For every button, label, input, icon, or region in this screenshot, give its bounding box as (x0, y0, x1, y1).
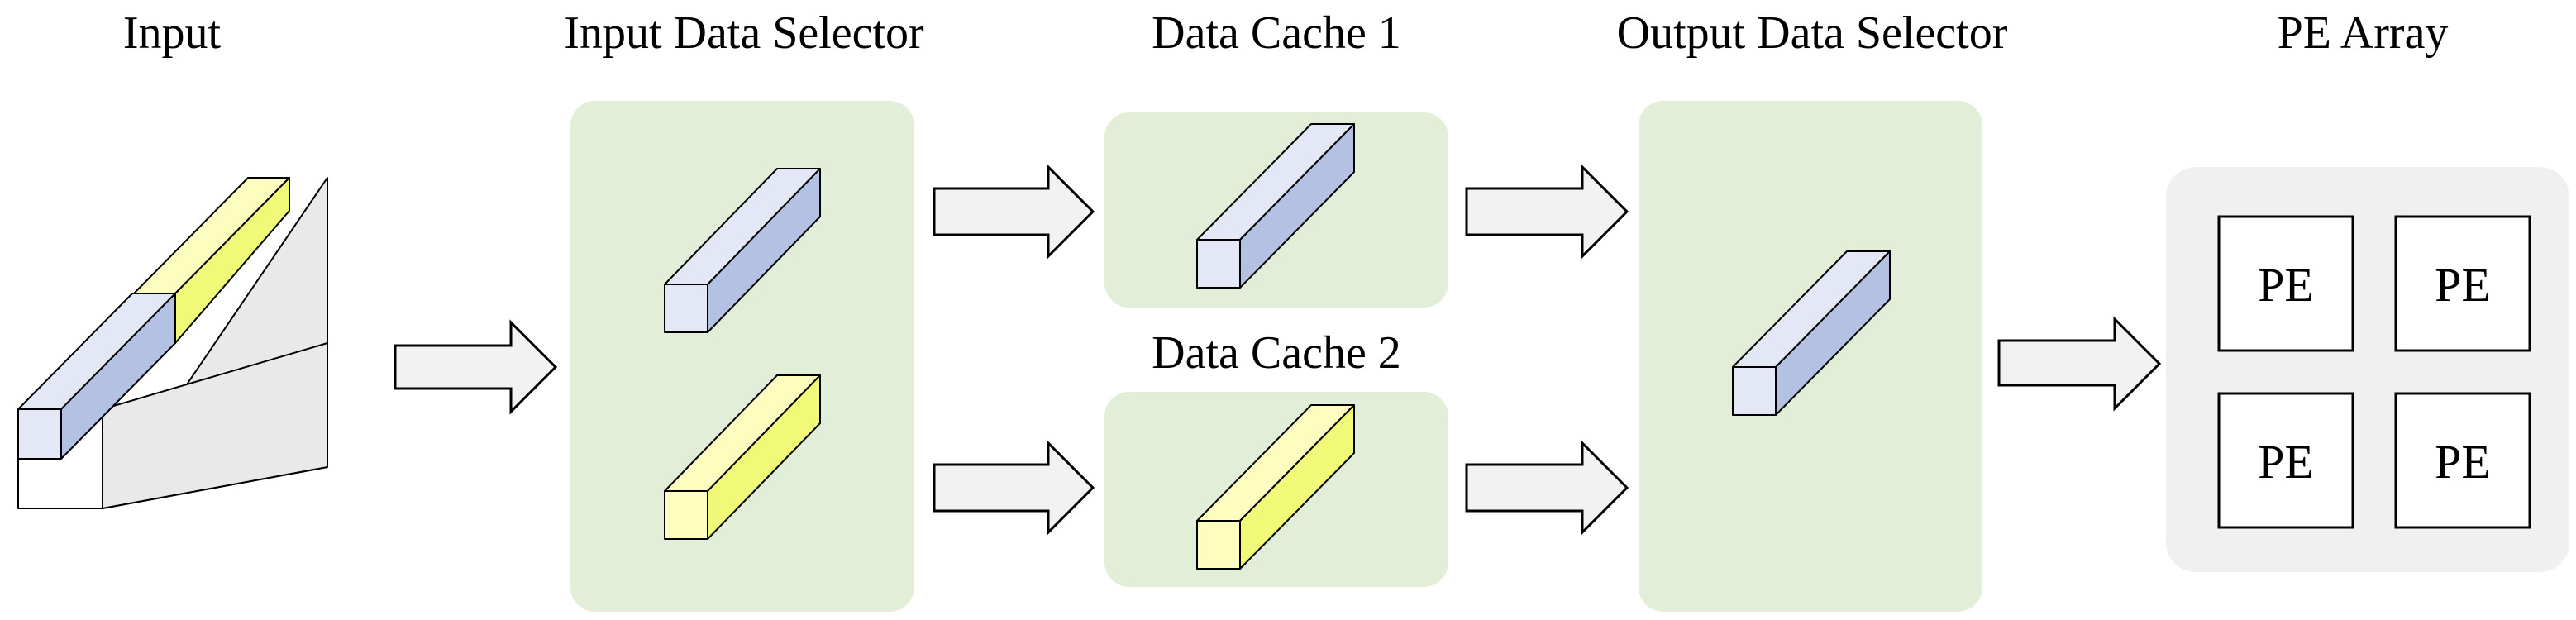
data-cache-1-title: Data Cache 1 (1152, 7, 1401, 59)
selector-yellow-block (664, 374, 821, 540)
arrow-cache1-to-output (1465, 164, 1629, 260)
arrow-output-to-pe-array (1997, 316, 2162, 412)
pe-cell-label: PE (2435, 258, 2491, 312)
arrow-selector-to-cache1 (933, 164, 1095, 260)
pe-cell: PE (2217, 215, 2354, 352)
pe-grid: PE PE PE PE (2217, 215, 2531, 529)
cache2-yellow-block (1196, 404, 1355, 570)
arrow-input-to-selector (394, 319, 558, 415)
pe-cell: PE (2394, 392, 2531, 529)
pe-array-title: PE Array (2278, 7, 2449, 59)
output-data-selector-title: Output Data Selector (1617, 7, 2008, 59)
data-cache-2-title: Data Cache 2 (1152, 327, 1401, 379)
pe-cell-label: PE (2258, 435, 2314, 489)
input-tensor (17, 177, 328, 509)
input-blue-slice-front (17, 408, 62, 460)
arrows (394, 164, 2162, 536)
pe-cell: PE (2217, 392, 2354, 529)
input-title: Input (123, 7, 222, 59)
arrow-selector-to-cache2 (933, 440, 1095, 536)
pe-cell-label: PE (2258, 258, 2314, 312)
pe-cell-label: PE (2435, 435, 2491, 489)
input-tensor-bottom-face (102, 342, 328, 509)
pe-cell: PE (2394, 215, 2531, 352)
arrow-cache2-to-output (1465, 440, 1629, 536)
output-blue-block (1732, 250, 1891, 416)
cache1-blue-block (1196, 123, 1355, 289)
input-data-selector-title: Input Data Selector (564, 7, 924, 59)
selector-blue-block (664, 168, 821, 333)
input-data-selector-box (570, 101, 914, 612)
